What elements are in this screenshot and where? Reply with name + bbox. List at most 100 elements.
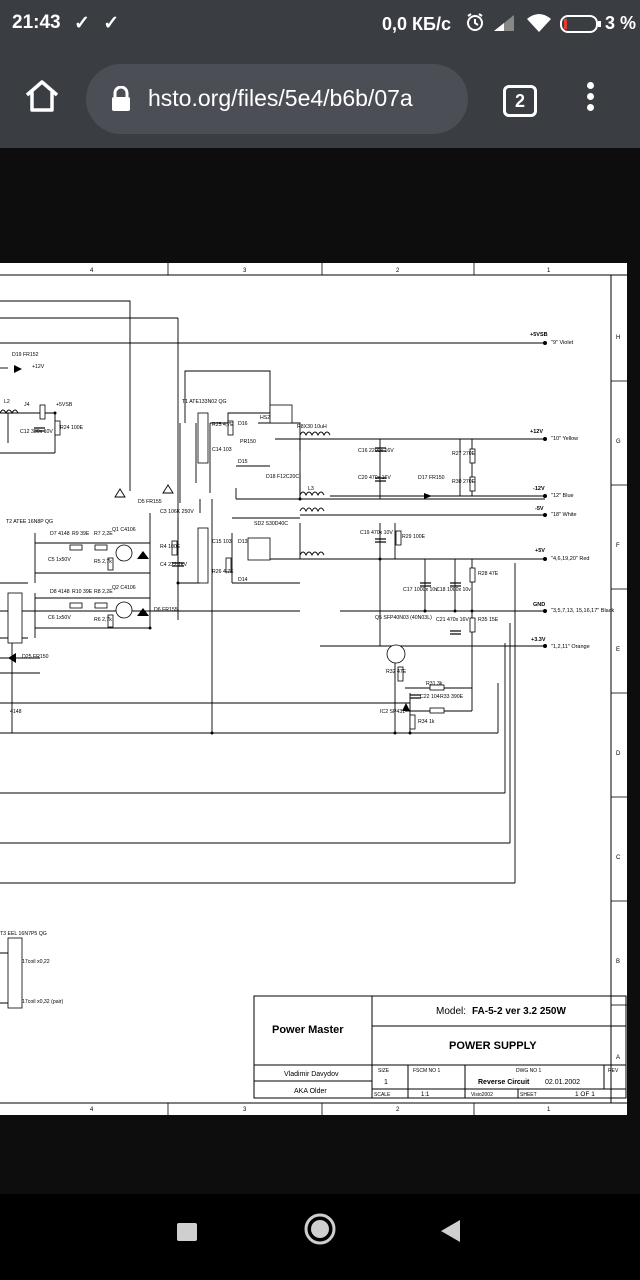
title-company: Power Master [272, 1024, 344, 1036]
component-label: C18 1000x 10v [436, 587, 471, 593]
component-label: D5 FR155 [138, 499, 162, 505]
component-label: D18 F12C20C [266, 474, 299, 480]
component-label: L3 [308, 486, 314, 492]
home-circle-icon [304, 1213, 336, 1245]
component-label: C6 1x50V [48, 615, 71, 621]
rail-desc: "3,5,7,13, 15,16,17" Black [551, 608, 614, 614]
component-label: T2 ATEE 16N8P QG [6, 519, 53, 525]
status-bar: 21:43 ✓ ✓ 0,0 КБ/с 3 % [0, 0, 640, 48]
component-label: +5VSB [56, 402, 73, 408]
component-label: D7 4148 [50, 531, 70, 537]
rail-desc: "4,6,19,20" Red [551, 556, 589, 562]
title-author: Vladimir Davydov [284, 1071, 339, 1078]
component-label: 4148 [10, 709, 22, 715]
title-heading: POWER SUPPLY [449, 1040, 537, 1052]
component-label: C12 330x 10V [20, 429, 53, 435]
svg-text:A: A [616, 1055, 620, 1061]
component-label: R7 2,2E [94, 531, 113, 537]
component-label: R33 390E [440, 694, 464, 700]
component-label: R29 100E [402, 534, 426, 540]
overflow-menu-button[interactable] [584, 82, 596, 114]
component-label: D16 [238, 421, 248, 427]
component-label: Q1 C4106 [112, 527, 136, 533]
title-fscm-label: FSCM NO 1 [413, 1068, 440, 1074]
lock-icon [110, 85, 132, 117]
col-label: 3 [243, 268, 247, 274]
component-label: HS2 [260, 415, 270, 421]
wifi-icon [526, 12, 552, 39]
rail-label-5vsb: +5VSB [530, 332, 548, 338]
component-label: C19 470x 10V [360, 530, 393, 536]
rail-label-minus12v: -12V [533, 486, 545, 492]
component-label: C17 1000x 10v [403, 587, 438, 593]
component-label: R26 4,7E [212, 569, 234, 575]
tab-switcher-button[interactable]: 2 [503, 85, 537, 117]
title-aka: AKA Older [294, 1088, 327, 1095]
component-label: L2 [4, 399, 10, 405]
title-dwg-label: DWG NO 1 [516, 1068, 541, 1074]
signal-icon [492, 13, 516, 38]
component-label: D13 [238, 539, 248, 545]
rail-label-3v3: +3.3V [531, 637, 546, 643]
rail-label-gnd: GND [533, 602, 545, 608]
notification-check-icons: ✓ ✓ [74, 13, 124, 34]
component-label: R25 4,7E [212, 422, 234, 428]
component-label: R27 270E [452, 451, 476, 457]
svg-text:H: H [616, 335, 620, 341]
component-label: T1 ATE133N02 QG [182, 399, 227, 405]
component-label: R31 3k [426, 681, 443, 687]
col-label: 1 [547, 1107, 551, 1113]
component-label: C16 2200x 16V [358, 448, 394, 454]
component-label: R8X30 10uH [297, 424, 327, 430]
component-label: C4 222 1kV [160, 562, 188, 568]
svg-text:D: D [616, 751, 621, 757]
component-label: R35 15E [478, 617, 499, 623]
component-label: C20 470x 16V [358, 475, 391, 481]
android-navigation-bar [0, 1194, 640, 1280]
component-label: D8 4148 [50, 589, 70, 595]
home-nav-button[interactable] [303, 1212, 337, 1251]
home-button[interactable] [24, 80, 60, 117]
component-label: 17coil x0,22 [22, 959, 50, 965]
component-label: D15 [238, 459, 248, 465]
component-label: D19 FR152 [12, 352, 39, 358]
col-label: 3 [243, 1107, 247, 1113]
component-label: Q5 SFP40N03 (40N03L) [375, 615, 432, 621]
component-label: R10 39E [72, 589, 93, 595]
col-label: 4 [90, 268, 94, 274]
rail-desc: "10" Yellow [551, 436, 578, 442]
title-rev-label: REV [608, 1068, 619, 1074]
title-model-label: Model: [436, 1006, 466, 1017]
rail-desc: "1,2,11" Orange [551, 644, 590, 650]
component-label: +12V [32, 364, 45, 370]
component-label: R28 47E [478, 571, 499, 577]
component-label: 17coil x0,32 (pair) [22, 999, 64, 1005]
component-label: C15 103 [212, 539, 232, 545]
status-time: 21:43 [12, 12, 61, 33]
col-label: 4 [90, 1107, 94, 1113]
title-tool: Visio2002 [471, 1092, 493, 1098]
recents-button[interactable] [176, 1220, 198, 1247]
title-scale: 1:1 [421, 1092, 430, 1098]
col-label: 1 [547, 268, 551, 274]
title-dwg: Reverse Circuit [478, 1079, 530, 1086]
rail-label-5v: +5V [535, 548, 545, 554]
home-icon [25, 80, 59, 112]
rail-label-12v: +12V [530, 429, 543, 435]
browser-toolbar: hsto.org/files/5e4/b6b/07a 2 [0, 48, 640, 148]
title-size-label: SIZE [378, 1068, 390, 1074]
component-label: D14 [238, 577, 248, 583]
component-label: C5 1x50V [48, 557, 71, 563]
back-button[interactable] [440, 1219, 462, 1248]
component-label: R5 2,7k [94, 559, 112, 565]
component-label: C21 470x 16V [436, 617, 469, 623]
component-label: C3 106K 250V [160, 509, 194, 515]
address-bar[interactable]: hsto.org/files/5e4/b6b/07a [86, 64, 468, 134]
back-icon [441, 1220, 460, 1242]
component-label: D17 FR150 [418, 475, 445, 481]
component-label: R9 39E [72, 531, 90, 537]
svg-text:B: B [616, 959, 620, 965]
battery-icon [560, 14, 602, 39]
rail-label-minus5v: -5V [535, 506, 544, 512]
